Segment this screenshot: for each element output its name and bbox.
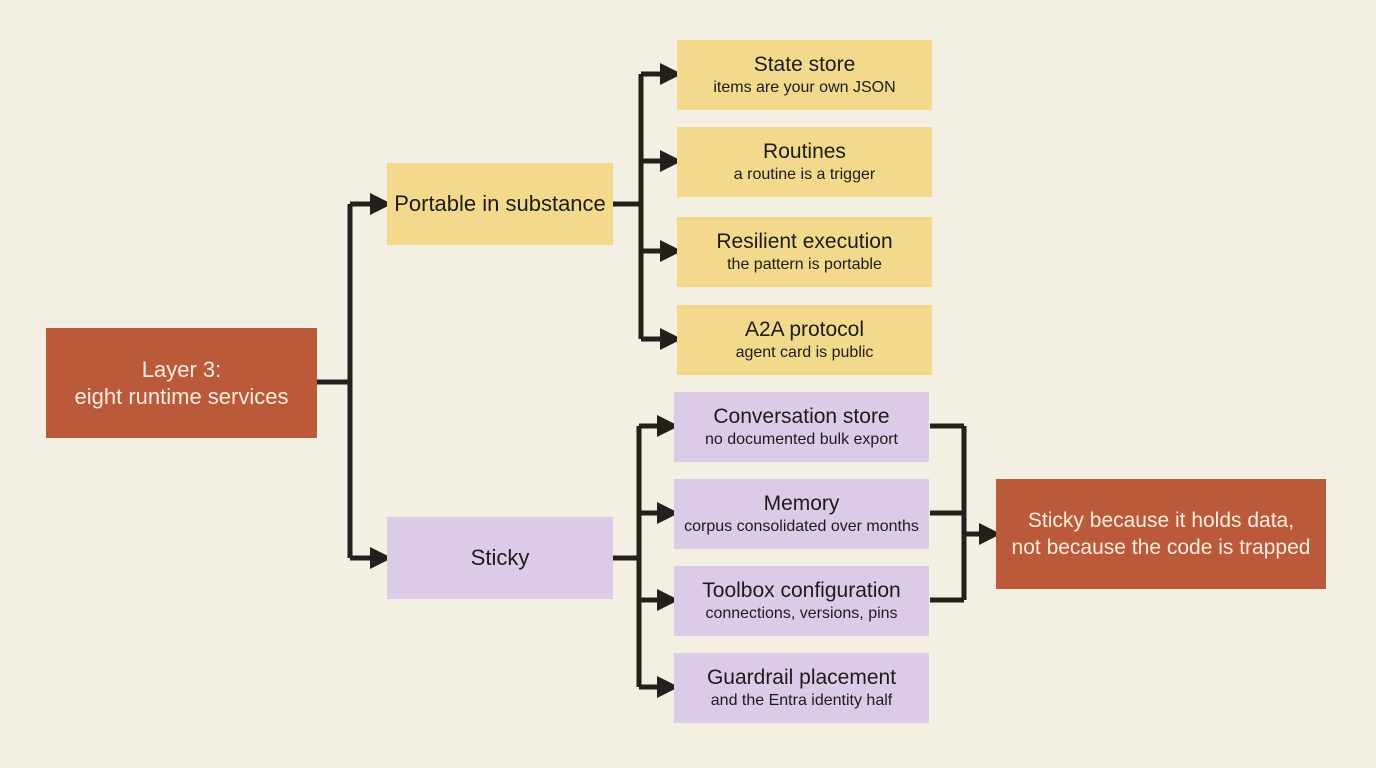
outcome-node: Sticky because it holds data, not becaus…: [996, 479, 1326, 589]
leaf-toolbox-configuration: Toolbox configuration connections, versi…: [674, 566, 929, 636]
leaf-subtitle: items are your own JSON: [713, 79, 896, 96]
root-node: Layer 3: eight runtime services: [46, 328, 317, 438]
leaf-title: A2A protocol: [744, 318, 865, 341]
leaf-subtitle: corpus consolidated over months: [684, 518, 919, 535]
leaf-subtitle: no documented bulk export: [704, 431, 898, 448]
leaf-subtitle: and the Entra identity half: [710, 692, 893, 709]
leaf-routines: Routines a routine is a trigger: [677, 127, 932, 197]
outcome-line-1: Sticky because it holds data,: [1027, 509, 1295, 532]
leaf-title: State store: [753, 53, 856, 76]
leaf-title: Memory: [763, 492, 840, 515]
branch-sticky-label: Sticky: [470, 545, 530, 570]
branch-portable-node: Portable in substance: [387, 163, 613, 245]
root-node-line-1: Layer 3:: [141, 357, 222, 382]
leaf-subtitle: agent card is public: [735, 344, 874, 361]
leaf-subtitle: the pattern is portable: [727, 256, 882, 273]
leaf-conversation-store: Conversation store no documented bulk ex…: [674, 392, 929, 462]
leaf-guardrail-placement: Guardrail placement and the Entra identi…: [674, 653, 929, 723]
leaf-memory: Memory corpus consolidated over months: [674, 479, 929, 549]
leaf-subtitle: a routine is a trigger: [733, 166, 876, 183]
leaf-subtitle: connections, versions, pins: [705, 605, 898, 622]
leaf-title: Guardrail placement: [706, 666, 897, 689]
leaf-title: Toolbox configuration: [702, 579, 901, 602]
branch-sticky-node: Sticky: [387, 517, 613, 599]
outcome-line-2: not because the code is trapped: [1011, 536, 1311, 559]
leaf-a2a-protocol: A2A protocol agent card is public: [677, 305, 932, 375]
leaf-title: Resilient execution: [716, 230, 893, 253]
leaf-resilient-execution: Resilient execution the pattern is porta…: [677, 217, 932, 287]
branch-portable-label: Portable in substance: [394, 191, 606, 216]
leaf-state-store: State store items are your own JSON: [677, 40, 932, 110]
leaf-title: Routines: [763, 140, 846, 163]
leaf-title: Conversation store: [713, 405, 890, 428]
root-node-line-2: eight runtime services: [74, 384, 289, 409]
